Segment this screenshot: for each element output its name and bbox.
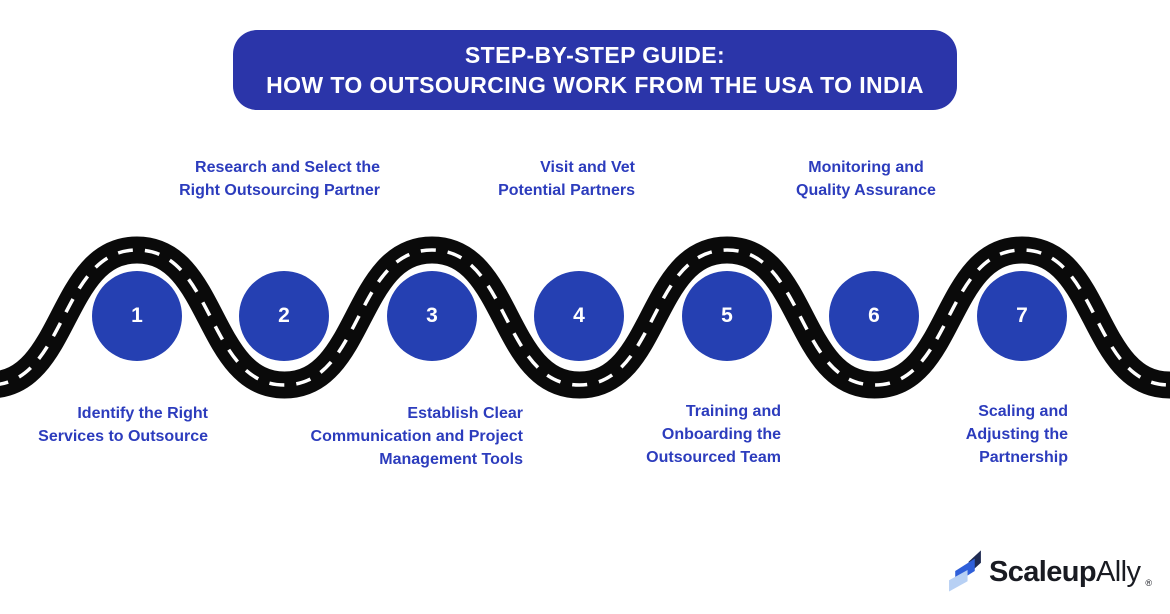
step-2-label-line: Research and Select the bbox=[195, 159, 380, 176]
step-1-label: Identify the Right Services to Outsource bbox=[38, 402, 208, 448]
step-5-number: 5 bbox=[721, 304, 733, 327]
step-7-label-line: Scaling and bbox=[978, 403, 1068, 420]
step-6-label-line: Monitoring and bbox=[808, 159, 924, 176]
step-4-marker: 4 bbox=[534, 271, 624, 361]
scaleupally-logo: ScaleupAlly ® bbox=[947, 549, 1152, 595]
step-1-marker: 1 bbox=[92, 271, 182, 361]
step-1-number: 1 bbox=[131, 304, 143, 327]
step-3-marker: 3 bbox=[387, 271, 477, 361]
step-1-label-line: Services to Outsource bbox=[38, 428, 208, 445]
step-7-label-line: Adjusting the bbox=[965, 426, 1068, 443]
step-6-label: Monitoring and Quality Assurance bbox=[796, 156, 936, 202]
step-6-number: 6 bbox=[868, 304, 880, 327]
step-3-label: Establish Clear Communication and Projec… bbox=[311, 402, 523, 471]
logo-wordmark: ScaleupAlly bbox=[989, 549, 1141, 595]
step-7-marker: 7 bbox=[977, 271, 1067, 361]
logo-wordmark-light: Ally bbox=[1096, 556, 1141, 588]
step-7-label-line: Partnership bbox=[979, 449, 1068, 466]
step-6-marker: 6 bbox=[829, 271, 919, 361]
step-5-label-line: Training and bbox=[685, 403, 781, 420]
step-2-label-line: Right Outsourcing Partner bbox=[179, 182, 380, 199]
step-5-label: Training and Onboarding the Outsourced T… bbox=[646, 400, 781, 469]
step-3-label-line: Establish Clear bbox=[407, 405, 523, 422]
step-2-label: Research and Select the Right Outsourcin… bbox=[179, 156, 380, 202]
title-line-1: STEP-BY-STEP GUIDE: bbox=[464, 42, 726, 68]
scaleupally-mark-icon bbox=[949, 550, 981, 592]
title-banner: STEP-BY-STEP GUIDE: HOW TO OUTSOURCING W… bbox=[233, 30, 957, 110]
title-line-2: HOW TO OUTSOURCING WORK FROM THE USA TO … bbox=[266, 72, 924, 98]
logo-lightblue-shape bbox=[949, 569, 968, 592]
step-3-label-line: Management Tools bbox=[379, 451, 523, 468]
step-1-label-line: Identify the Right bbox=[77, 405, 208, 422]
logo-wordmark-bold: Scaleup bbox=[989, 556, 1097, 588]
step-4-number: 4 bbox=[573, 304, 585, 327]
step-2-marker: 2 bbox=[239, 271, 329, 361]
step-7-number: 7 bbox=[1016, 304, 1028, 327]
step-3-label-line: Communication and Project bbox=[310, 428, 523, 445]
step-5-label-line: Onboarding the bbox=[661, 426, 781, 443]
step-4-label: Visit and Vet Potential Partners bbox=[498, 156, 635, 202]
step-5-label-line: Outsourced Team bbox=[646, 449, 781, 466]
step-4-label-line: Visit and Vet bbox=[540, 159, 635, 176]
registered-trademark-symbol: ® bbox=[1145, 578, 1152, 588]
step-7-label: Scaling and Adjusting the Partnership bbox=[966, 400, 1068, 469]
step-6-label-line: Quality Assurance bbox=[796, 182, 936, 199]
step-3-number: 3 bbox=[426, 304, 438, 327]
step-4-label-line: Potential Partners bbox=[498, 182, 635, 199]
step-5-marker: 5 bbox=[682, 271, 772, 361]
step-2-number: 2 bbox=[278, 304, 290, 327]
